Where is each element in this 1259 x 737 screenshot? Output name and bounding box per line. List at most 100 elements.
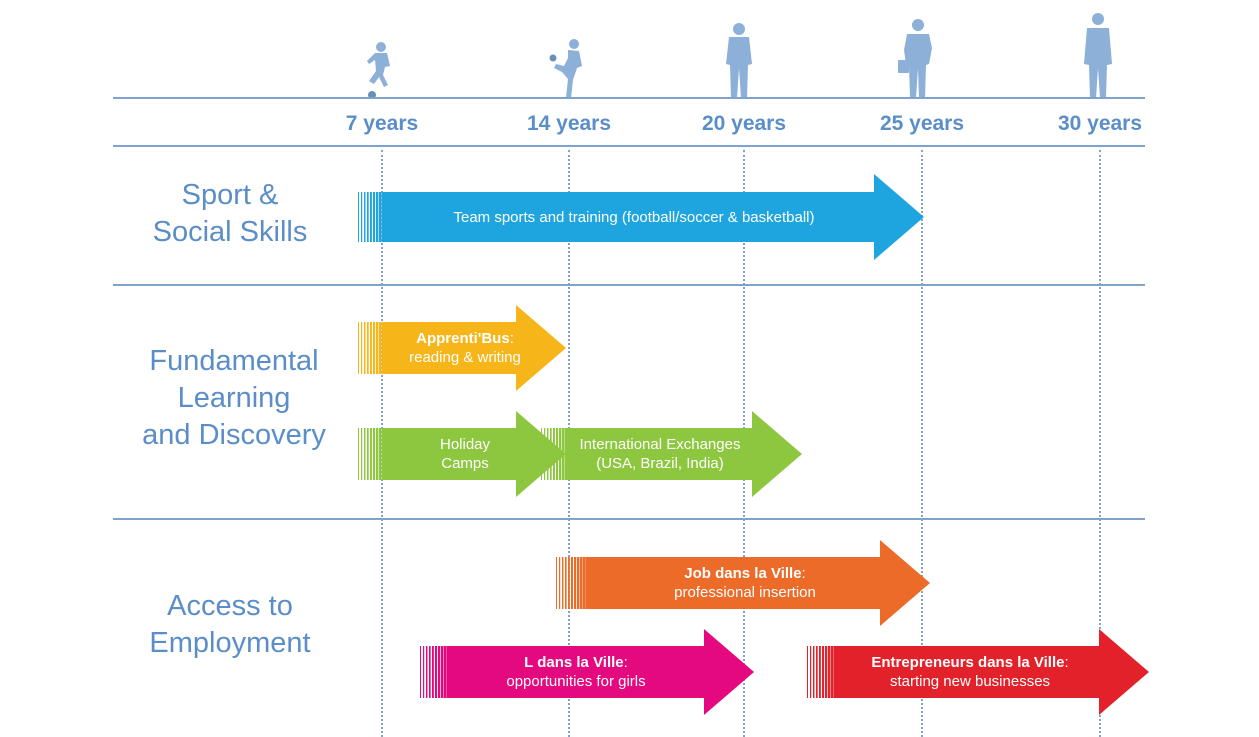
arrow-tail-stripe (382, 428, 385, 480)
arrow-tail-stripe (562, 557, 564, 609)
arrow-tail-stripe (432, 646, 434, 698)
arrow-tail-stripe (364, 192, 366, 242)
category-employment: Access to Employment (118, 588, 342, 662)
arrow-tail-stripe (367, 322, 369, 374)
arrow-tail-stripe (547, 428, 549, 480)
teen-soccer-icon (549, 39, 582, 98)
arrow-tail-stripe (435, 646, 438, 698)
businessman-phone-icon (898, 19, 932, 98)
arrow-tail-stripe (825, 646, 828, 698)
child-soccer-icon (367, 42, 390, 99)
arrow-tail-stripe (358, 322, 359, 374)
program-team-sports-desc: Team sports and training (football/socce… (453, 208, 815, 226)
arrow-tail-stripe (382, 322, 385, 374)
program-job-desc: professional insertion (674, 584, 816, 601)
arrow-body (384, 174, 924, 260)
arrow-tail-stripe (565, 557, 567, 609)
arrow-tail-stripe (373, 322, 376, 374)
program-job-title: Job dans la Ville (684, 565, 802, 582)
arrow-tail-stripe (559, 428, 562, 480)
arrow-entrepreneurs-dans-la-ville (807, 629, 1149, 715)
arrow-body (384, 411, 566, 497)
arrow-shape (358, 411, 566, 497)
arrow-tail-stripe (373, 428, 376, 480)
arrow-tail-stripe (541, 428, 542, 480)
program-job-line: Job dans la Ville: (684, 565, 806, 582)
arrow-tail-stripe (420, 646, 421, 698)
age-label-7: 7 years (345, 112, 419, 135)
arrow-tail-stripe (367, 428, 369, 480)
arrow-tail-stripe (441, 646, 444, 698)
category-learning-line2: Learning (177, 382, 291, 414)
category-sport-line2: Social Skills (152, 216, 308, 248)
arrow-tail-stripe (376, 428, 379, 480)
arrow-tail-stripe (364, 428, 366, 480)
program-entrepreneurs-line: Entrepreneurs dans la Ville: (871, 654, 1069, 671)
arrow-tail-stripe (556, 428, 559, 480)
arrow-tail-stripe (423, 646, 425, 698)
category-sport-social: Sport & Social Skills (118, 177, 342, 251)
guide-line-25 (921, 150, 923, 737)
age-header-rule (113, 145, 1145, 147)
arrow-holiday-camps (358, 411, 566, 497)
arrow-tail-stripe (370, 428, 372, 480)
arrow-tail-stripe (553, 428, 555, 480)
arrow-shape (420, 629, 754, 715)
arrow-tail-stripe (426, 646, 428, 698)
arrow-tail-stripe (562, 428, 565, 480)
arrow-job-dans-la-ville (556, 540, 930, 626)
arrow-tail-stripe (813, 646, 815, 698)
program-l-title: L dans la Ville (524, 654, 624, 671)
top-rule (113, 97, 1145, 99)
arrow-tail-stripe (438, 646, 441, 698)
category-learning-line3: and Discovery (142, 419, 326, 451)
arrow-tail-stripe (810, 646, 812, 698)
arrow-tail-stripe (358, 192, 359, 242)
arrow-shape (807, 629, 1149, 715)
arrow-tail-stripe (816, 646, 818, 698)
arrow-tail-stripe (376, 322, 379, 374)
arrow-tail-stripe (822, 646, 825, 698)
arrow-tail-stripe (429, 646, 431, 698)
category-employment-line2: Employment (149, 627, 311, 659)
arrow-tail-stripe (831, 646, 834, 698)
arrow-tail-stripe (382, 192, 385, 242)
arrow-tail-stripe (376, 192, 379, 242)
arrow-l-dans-la-ville (420, 629, 754, 715)
arrow-tail-stripe (373, 192, 376, 242)
learning-section-rule (113, 518, 1145, 520)
arrow-tail-stripe (367, 192, 369, 242)
businessman-suit-icon (1084, 13, 1112, 98)
arrow-tail-stripe (819, 646, 821, 698)
arrow-tail-stripe (379, 428, 382, 480)
program-entrepreneurs-desc: starting new businesses (889, 673, 1051, 690)
arrow-tail-stripe (364, 322, 366, 374)
arrow-shape (358, 174, 924, 260)
arrow-tail-stripe (550, 428, 552, 480)
program-entrepreneurs-title: Entrepreneurs dans la Ville (871, 654, 1065, 671)
arrow-tail-stripe (361, 322, 363, 374)
program-apprentibus-title: Apprenti'Bus (416, 330, 510, 347)
program-apprentibus-line: Apprenti'Bus: (416, 330, 514, 347)
program-l-dans-la-ville: L dans la Ville: opportunities for girls (448, 646, 704, 698)
arrow-tail-stripe (358, 428, 359, 480)
age-label-14: 14 years (526, 112, 612, 135)
arrow-shape (358, 305, 566, 391)
age-label-25: 25 years (879, 112, 965, 135)
arrow-body (835, 629, 1149, 715)
arrow-international-exchanges (541, 411, 802, 497)
arrow-tail-stripe (361, 428, 363, 480)
arrow-tail-stripe (574, 557, 577, 609)
arrow-tail-stripe (571, 557, 573, 609)
program-l-line: L dans la Ville: (524, 654, 628, 671)
arrow-body (448, 629, 754, 715)
arrow-tail-stripe (807, 646, 808, 698)
program-job-dans-la-ville: Job dans la Ville: professional insertio… (590, 557, 900, 609)
age-label-20: 20 years (701, 112, 787, 135)
arrow-team-sports (358, 174, 924, 260)
program-team-sports: Team sports and training (football/socce… (384, 192, 884, 242)
arrow-tail-stripe (370, 192, 372, 242)
arrow-tail-stripe (568, 557, 570, 609)
program-l-desc: opportunities for girls (506, 673, 646, 690)
program-entrepreneurs-dans-la-ville: Entrepreneurs dans la Ville: starting ne… (835, 646, 1105, 698)
